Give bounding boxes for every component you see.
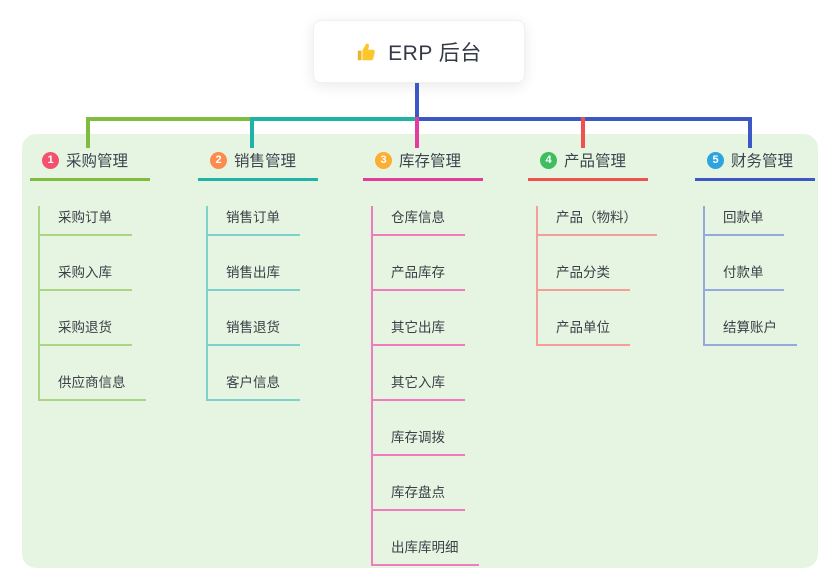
branch-children: 采购订单采购入库采购退货供应商信息 xyxy=(38,206,146,401)
child-node[interactable]: 产品（物料） xyxy=(538,206,657,236)
branch-drop-line-1 xyxy=(86,117,90,148)
child-node[interactable]: 采购退货 xyxy=(40,316,132,346)
child-node[interactable]: 销售退货 xyxy=(208,316,300,346)
branch-children: 仓库信息产品库存其它出库其它入库库存调拨库存盘点出库库明细 xyxy=(371,206,479,566)
branch-node-3[interactable]: 3 库存管理 xyxy=(363,148,484,181)
branch-title: 财务管理 xyxy=(731,153,794,170)
branch-drop-line-5 xyxy=(748,117,752,148)
child-node[interactable]: 库存调拨 xyxy=(373,426,465,456)
branch-drop-line-3 xyxy=(415,117,419,148)
branch-number-badge: 3 xyxy=(375,151,392,169)
branch-node-5[interactable]: 5 财务管理 xyxy=(695,148,816,181)
branch-title: 采购管理 xyxy=(66,153,129,170)
branch-node-4[interactable]: 4 产品管理 xyxy=(528,148,649,181)
child-node[interactable]: 库存盘点 xyxy=(373,481,465,511)
child-node[interactable]: 产品库存 xyxy=(373,261,465,291)
branch-title: 产品管理 xyxy=(564,153,627,170)
branch-title: 销售管理 xyxy=(234,153,297,170)
child-node[interactable]: 回款单 xyxy=(705,206,784,236)
child-node[interactable]: 销售订单 xyxy=(208,206,300,236)
branches-panel xyxy=(22,134,818,568)
branch-5: 5 财务管理回款单付款单结算账户 xyxy=(695,148,816,346)
child-node[interactable]: 采购订单 xyxy=(40,206,132,236)
branch-drop-line-2 xyxy=(250,117,254,148)
root-connector-line xyxy=(415,83,419,121)
branch-title: 库存管理 xyxy=(399,153,462,170)
root-node[interactable]: ERP 后台 xyxy=(313,20,525,83)
child-node[interactable]: 采购入库 xyxy=(40,261,132,291)
connector-bus-segment-1 xyxy=(86,117,252,121)
branch-3: 3 库存管理仓库信息产品库存其它出库其它入库库存调拨库存盘点出库库明细 xyxy=(363,148,484,566)
branch-number-badge: 2 xyxy=(210,151,227,169)
thumbs-up-icon xyxy=(356,41,378,63)
child-node[interactable]: 其它出库 xyxy=(373,316,465,346)
child-node[interactable]: 销售出库 xyxy=(208,261,300,291)
connector-bus-segment-2 xyxy=(252,117,417,121)
root-title: ERP 后台 xyxy=(388,41,482,65)
branch-node-2[interactable]: 2 销售管理 xyxy=(198,148,319,181)
child-node[interactable]: 结算账户 xyxy=(705,316,797,346)
branch-children: 回款单付款单结算账户 xyxy=(703,206,797,346)
child-node[interactable]: 客户信息 xyxy=(208,371,300,401)
branch-2: 2 销售管理销售订单销售出库销售退货客户信息 xyxy=(198,148,319,401)
branch-number-badge: 4 xyxy=(540,151,557,169)
branch-number-badge: 1 xyxy=(42,151,59,169)
branch-4: 4 产品管理产品（物料） 产品分类产品单位 xyxy=(528,148,657,346)
child-node[interactable]: 供应商信息 xyxy=(40,371,146,401)
child-node[interactable]: 仓库信息 xyxy=(373,206,465,236)
child-node[interactable]: 产品分类 xyxy=(538,261,630,291)
child-node[interactable]: 其它入库 xyxy=(373,371,465,401)
child-node[interactable]: 付款单 xyxy=(705,261,784,291)
branch-drop-line-4 xyxy=(581,117,585,148)
child-node[interactable]: 出库库明细 xyxy=(373,536,479,566)
branch-number-badge: 5 xyxy=(707,151,724,169)
branch-node-1[interactable]: 1 采购管理 xyxy=(30,148,151,181)
branch-children: 产品（物料） 产品分类产品单位 xyxy=(536,206,657,346)
branch-1: 1 采购管理采购订单采购入库采购退货供应商信息 xyxy=(30,148,151,401)
child-node[interactable]: 产品单位 xyxy=(538,316,630,346)
branch-children: 销售订单销售出库销售退货客户信息 xyxy=(206,206,300,401)
